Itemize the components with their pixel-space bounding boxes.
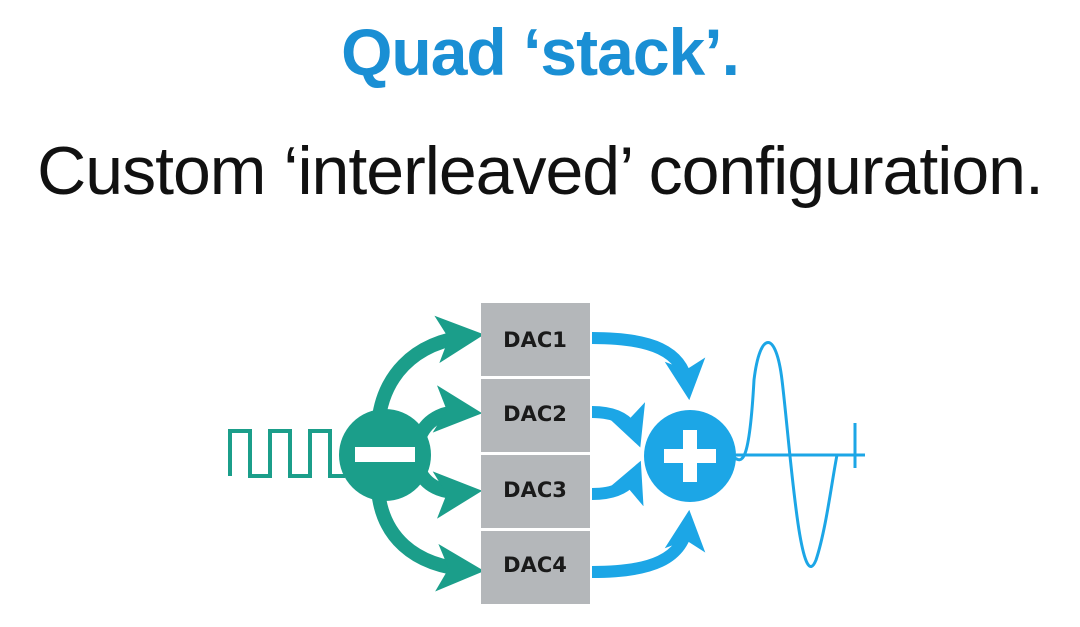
dac-label-2: DAC2 [503,402,567,426]
dac-block-4: DAC4 [481,531,590,604]
sine-wave-output [727,341,839,568]
plus-icon-vertical [683,430,697,482]
split-arrow-dac3 [413,468,483,519]
split-arrow-dac4 [371,489,485,592]
split-arrow-dac2 [413,385,483,440]
dac-label-1: DAC1 [503,328,567,352]
minus-icon [355,447,415,462]
square-wave-input [228,429,345,478]
combine-arrow-dac3 [591,460,644,507]
page-subtitle: Custom ‘interleaved’ configuration. [37,133,1044,209]
dac-stack: DAC1 DAC2 DAC3 DAC4 [481,303,590,604]
page-title: Quad ‘stack’. [341,15,740,89]
combine-arrow-dac4 [591,509,706,578]
dac-block-3: DAC3 [481,455,590,528]
dac-block-1: DAC1 [481,303,590,376]
combine-arrow-dac2 [591,402,646,448]
combine-arrow-dac1 [591,332,706,401]
dac-label-3: DAC3 [503,478,567,502]
dac-block-2: DAC2 [481,379,590,452]
dac-label-4: DAC4 [503,553,567,577]
